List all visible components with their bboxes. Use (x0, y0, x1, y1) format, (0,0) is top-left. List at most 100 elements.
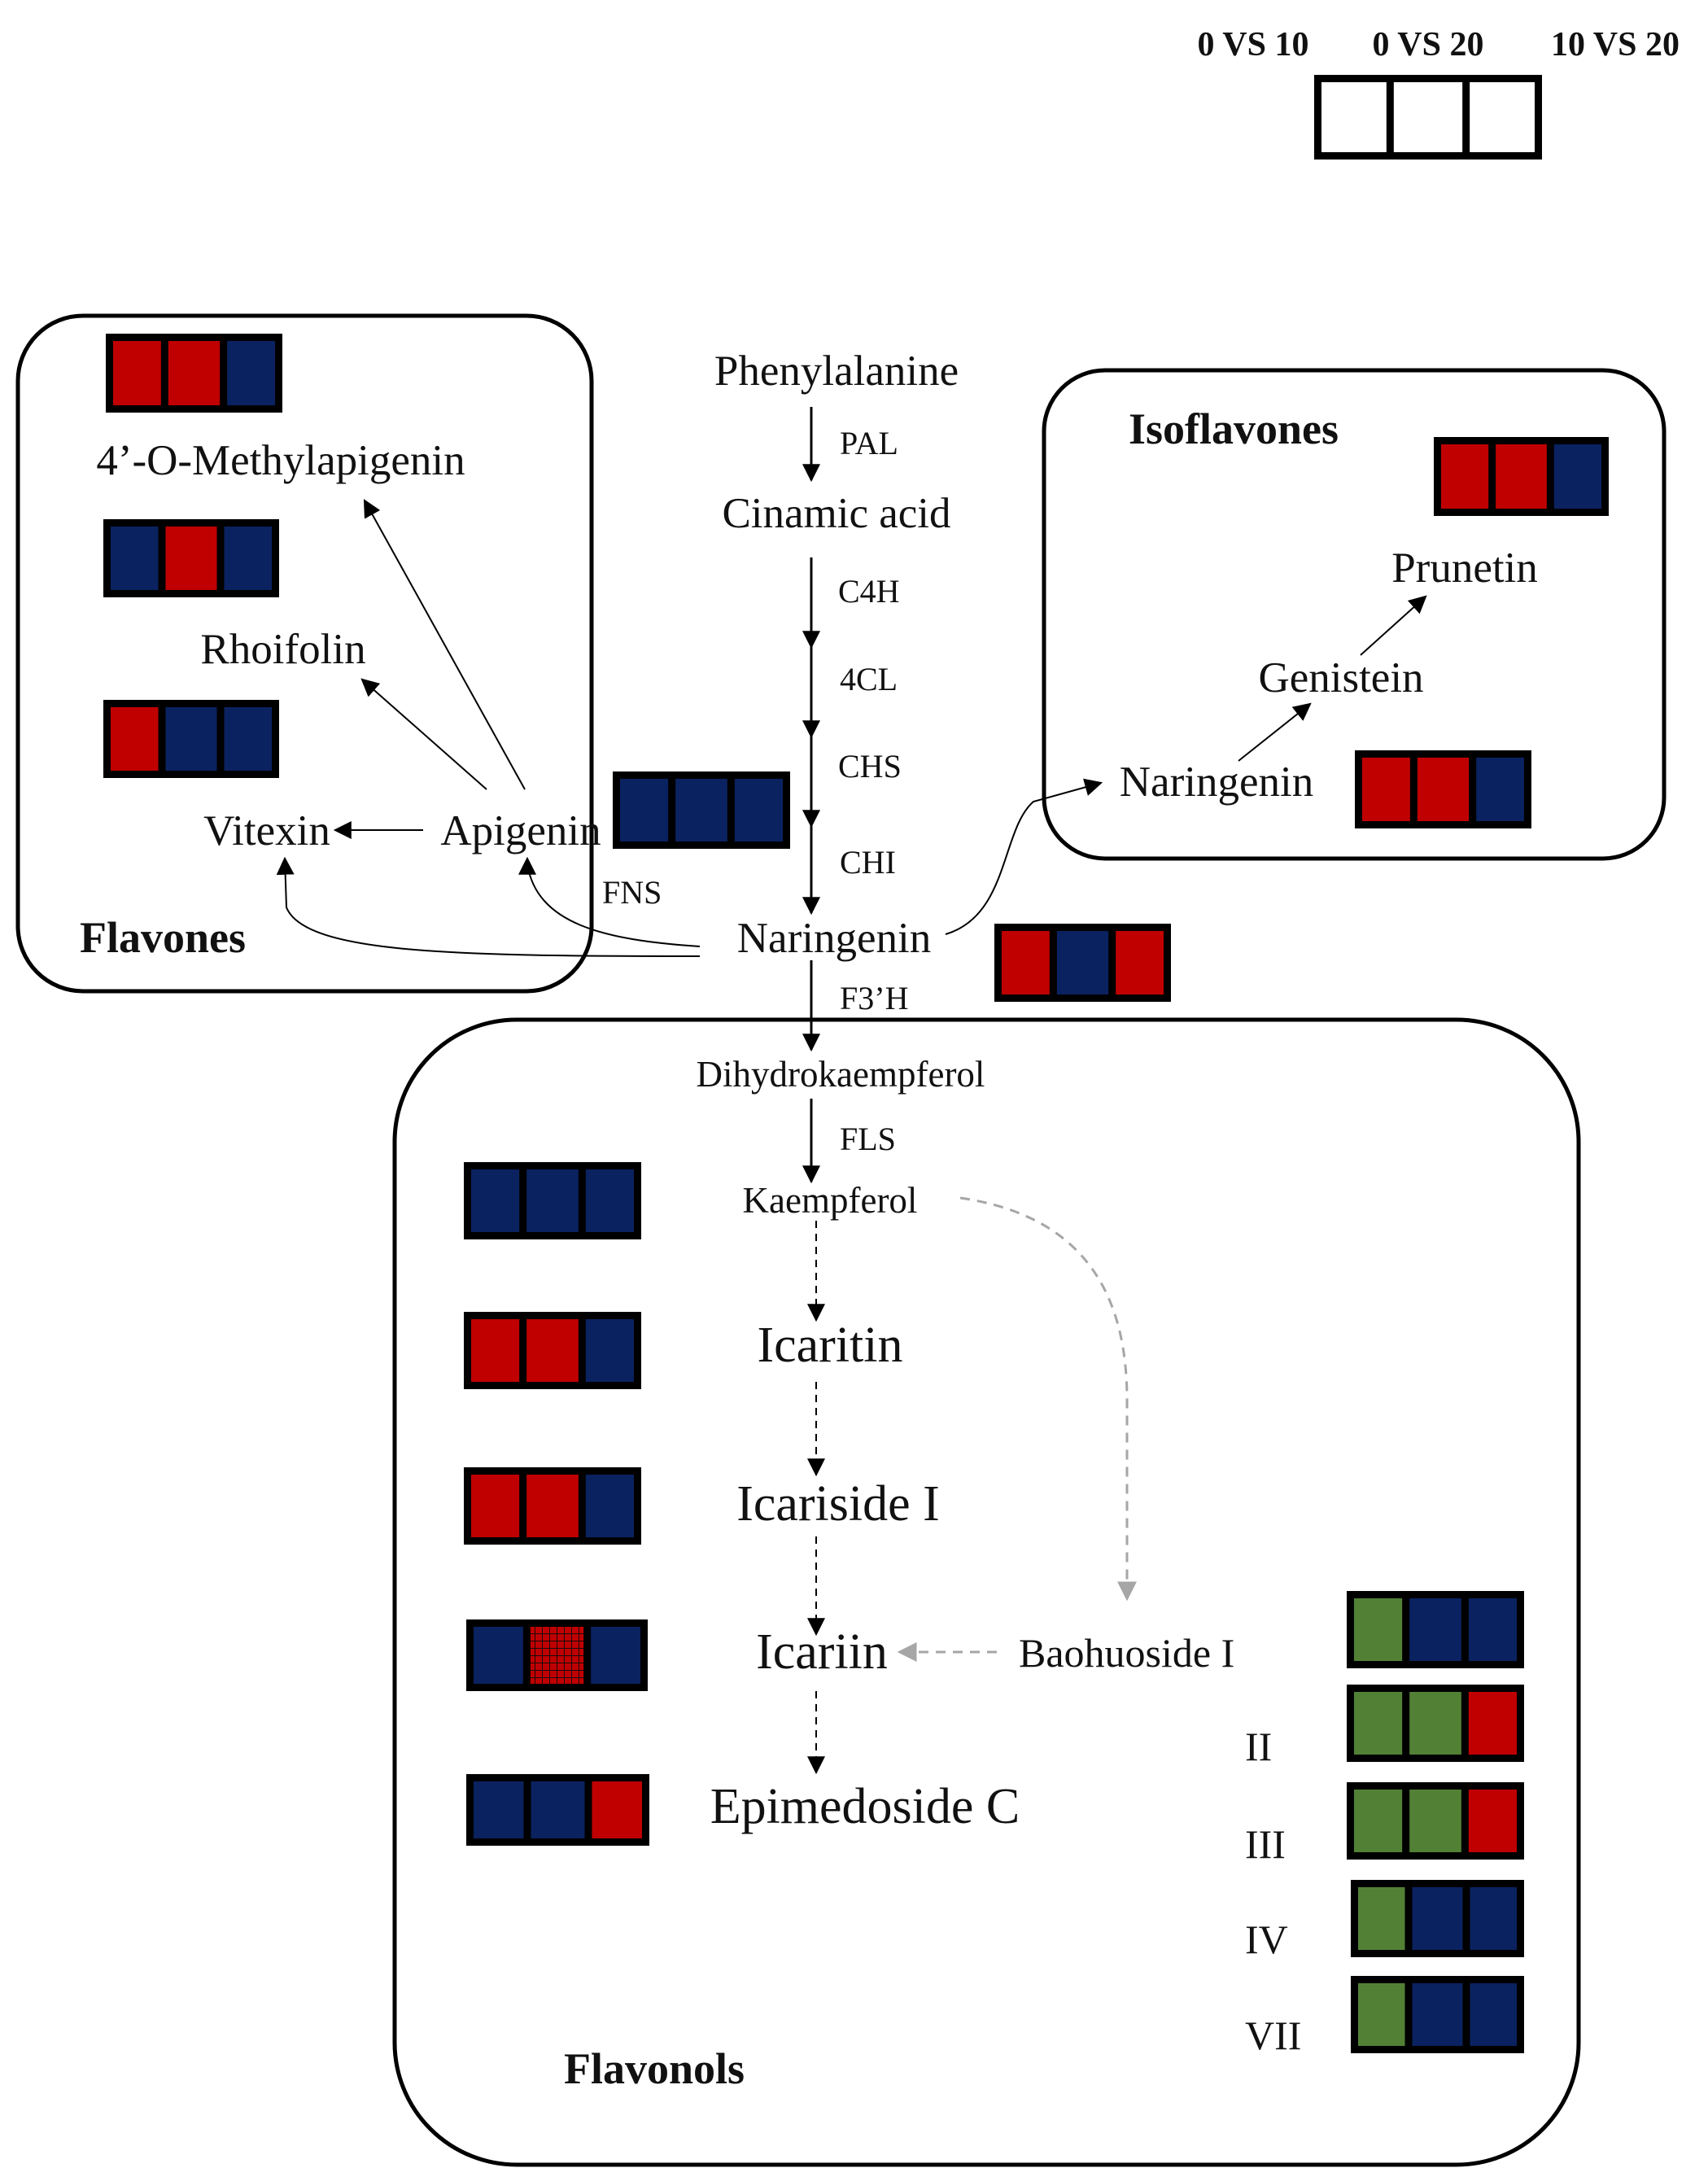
icariin-label: Icariin (756, 1624, 888, 1680)
heatmap-cell-green (1354, 1598, 1403, 1661)
apigenin-label: Apigenin (440, 807, 601, 854)
legend-label-0-vs-20: 0 VS 20 (1373, 26, 1484, 63)
heatmap-cell-blue (531, 1781, 585, 1838)
heatmap-cell-red (526, 1319, 579, 1382)
arrow-naringenin-vitexin (276, 856, 701, 957)
heatmap-cell-red (113, 341, 161, 405)
heatmap-cell-blue (734, 779, 783, 841)
heatmap-cell-red (1417, 758, 1470, 821)
heatmap-epimedoside (466, 1774, 649, 1846)
naringenin-label: Naringenin (737, 915, 931, 962)
flavonols-title: Flavonols (564, 2044, 745, 2093)
enzyme-chs: CHS (838, 748, 902, 785)
heatmap-cell-white (1321, 82, 1387, 152)
genistein-label: Genistein (1258, 654, 1423, 702)
heatmap-baohuoside-4 (1351, 1880, 1524, 1957)
heatmap-cell-blue (111, 527, 159, 590)
heatmap-cell-blue (585, 1475, 634, 1537)
heatmap-baohuoside-2 (1347, 1685, 1524, 1762)
arrow-kaempferol-baohuoside (959, 1196, 1137, 1602)
arrow-apigenin-methylapigenin (363, 499, 526, 790)
arrow-naringenin-isoflavones (945, 778, 1103, 935)
dihydrokaempferol-label: Dihydrokaempferol (697, 1054, 985, 1095)
heatmap-cell-green (1409, 1790, 1461, 1852)
isoflavones-title: Isoflavones (1129, 404, 1339, 453)
heatmap-cell-blue (1056, 931, 1109, 994)
heatmap-cell-white (1393, 82, 1463, 152)
heatmap-cell-red (1002, 931, 1050, 994)
prunetin-label: Prunetin (1391, 544, 1538, 592)
heatmap-icariin (466, 1619, 648, 1691)
heatmap-baohuoside-1 (1347, 1591, 1524, 1668)
baohuoside-2-label: II (1245, 1724, 1272, 1769)
heatmap-cell-red (1468, 1692, 1517, 1755)
heatmap-cell-red (526, 1475, 579, 1537)
heatmap-icaritin (464, 1312, 641, 1389)
heatmap-cell-red (592, 1781, 642, 1838)
heatmap-cell-red (1496, 444, 1547, 509)
heatmap-kaempferol (464, 1162, 641, 1239)
heatmap-cell-red (1441, 444, 1489, 509)
heatmap-cell-red (471, 1475, 520, 1537)
heatmap-cell-blue (227, 341, 275, 405)
legend-heatmap (1314, 75, 1542, 160)
epimedoside-label: Epimedoside C (710, 1779, 1020, 1834)
heatmap-cell-blue (224, 707, 272, 771)
enzyme-4cl: 4CL (840, 661, 898, 697)
baohuoside-3-label: III (1245, 1821, 1286, 1867)
heatmap-icariside (464, 1467, 641, 1545)
heatmap-cell-red-grid (530, 1627, 584, 1684)
heatmap-cell-red (168, 341, 221, 405)
rhoifolin-label: Rhoifolin (200, 626, 365, 673)
heatmap-cell-blue (1476, 758, 1524, 821)
heatmap-cell-blue (526, 1169, 579, 1232)
naringenin-isoflavone-label: Naringenin (1120, 758, 1313, 806)
heatmap-cell-blue (620, 779, 669, 841)
heatmap-cell-blue (1412, 1887, 1463, 1950)
heatmap-cell-blue (675, 779, 727, 841)
heatmap-cell-red (1116, 931, 1164, 994)
flavones-box (15, 313, 594, 994)
heatmap-cell-white (1470, 82, 1535, 152)
enzyme-pal: PAL (840, 425, 898, 461)
heatmap-cell-red (1362, 758, 1410, 821)
heatmap-cell-green (1409, 1692, 1461, 1755)
vitexin-label: Vitexin (203, 807, 330, 854)
heatmap-cell-blue (165, 707, 217, 771)
heatmap-cell-blue (474, 1781, 524, 1838)
enzyme-fns: FNS (602, 874, 662, 911)
heatmap-cell-blue (474, 1627, 523, 1684)
heatmap-methylapigenin (106, 334, 282, 413)
heatmap-baohuoside-7 (1351, 1976, 1524, 2053)
heatmap-cell-blue (591, 1627, 640, 1684)
heatmap-cell-blue (471, 1169, 520, 1232)
legend-label-0-vs-10: 0 VS 10 (1198, 26, 1309, 63)
heatmap-cell-blue (585, 1319, 634, 1382)
heatmap-cell-green (1354, 1790, 1403, 1852)
enzyme-fls: FLS (840, 1121, 896, 1157)
baohuoside-1-label: Baohuoside I (1019, 1630, 1234, 1676)
heatmap-rhoifolin (103, 519, 279, 597)
heatmap-cell-red (471, 1319, 520, 1382)
phenylalanine-label: Phenylalanine (714, 347, 959, 395)
flavones-title: Flavones (80, 913, 246, 962)
icaritin-label: Icaritin (757, 1318, 902, 1373)
heatmap-cell-blue (585, 1169, 634, 1232)
heatmap-cell-blue (1470, 1887, 1517, 1950)
heatmap-cell-blue (1412, 1983, 1463, 2046)
heatmap-cell-green (1358, 1887, 1405, 1950)
heatmap-cell-blue (1470, 1983, 1517, 2046)
enzyme-c4h: C4H (838, 573, 900, 610)
arrow-naringenin-apigenin (518, 856, 701, 947)
heatmap-cell-blue (1409, 1598, 1461, 1661)
heatmap-cell-green (1354, 1692, 1403, 1755)
heatmap-cell-blue (224, 527, 272, 590)
legend-label-10-vs-20: 10 VS 20 (1551, 26, 1680, 63)
heatmap-vitexin (103, 700, 279, 778)
arrow-genistein-prunetin (1360, 595, 1427, 656)
kaempferol-label: Kaempferol (743, 1180, 918, 1221)
heatmap-cell-green (1358, 1983, 1405, 2046)
heatmap-baohuoside-3 (1347, 1782, 1524, 1860)
